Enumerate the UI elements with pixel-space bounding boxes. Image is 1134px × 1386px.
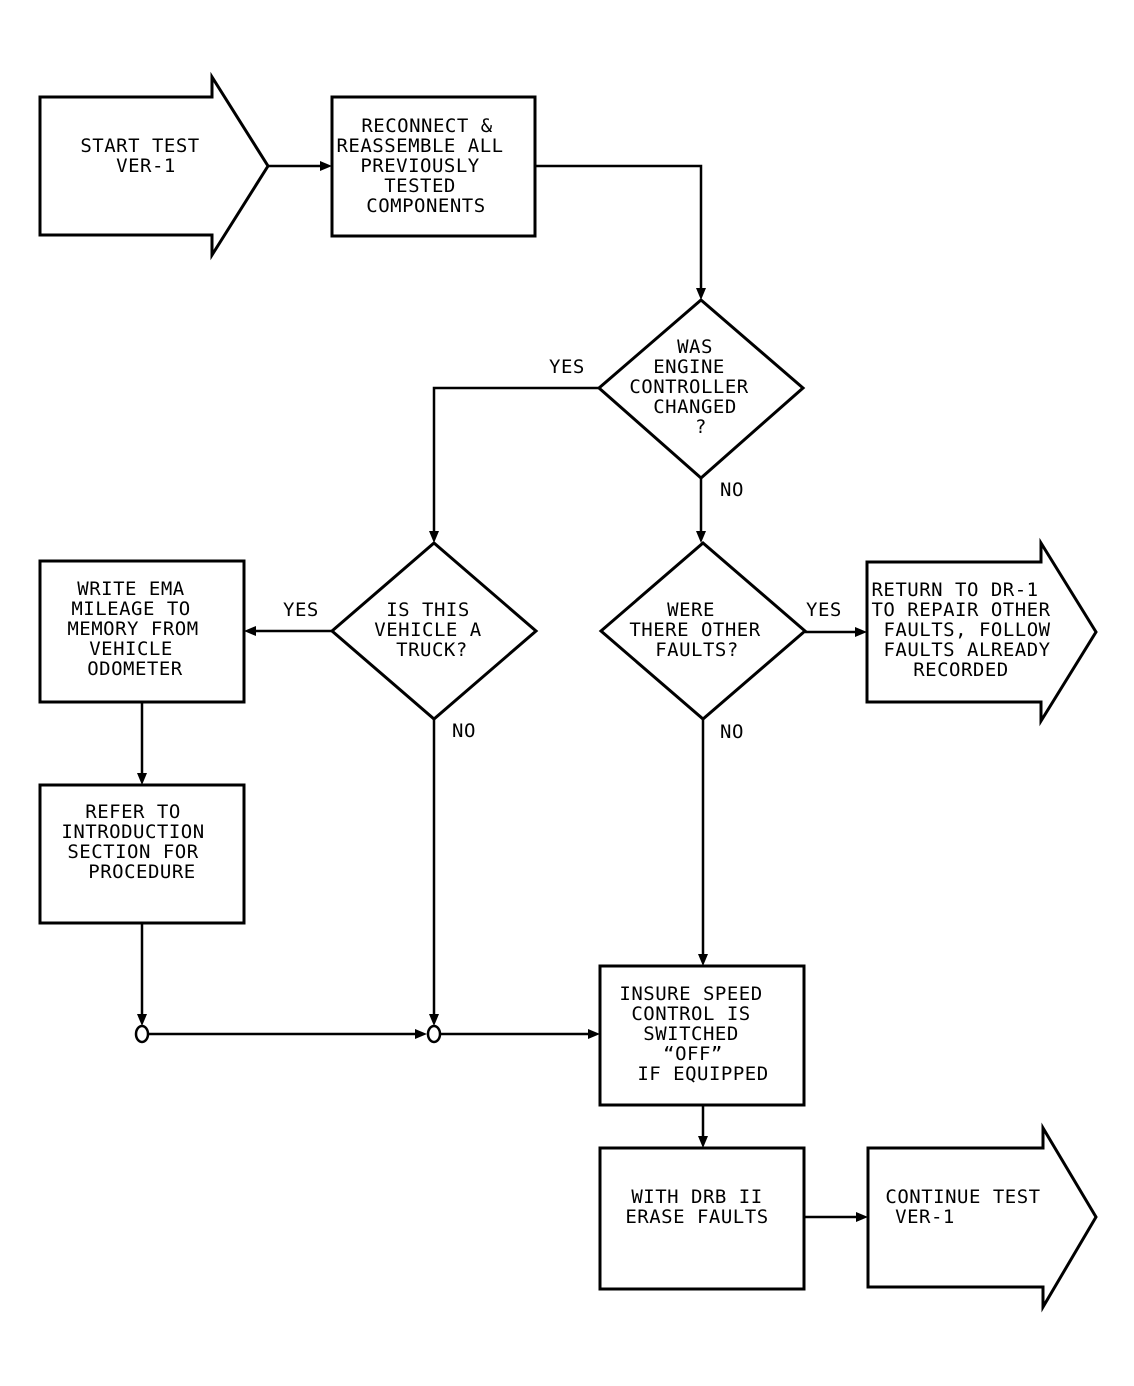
connector-controller-yes	[429, 386, 599, 543]
erase-faults-box	[598, 1146, 806, 1291]
reconnect-text: RECONNECT & REASSEMBLE ALL PREVIOUSLY TE…	[336, 115, 515, 217]
write-ema-text: WRITE EMA MILEAGE TO MEMORY FROM VEHICLE…	[67, 578, 210, 680]
junction-center	[426, 1024, 442, 1044]
truck-yes-label: YES	[283, 599, 319, 621]
start-test-text: START TEST VER-1	[80, 135, 211, 177]
return-dr1-text: RETURN TO DR-1 TO REPAIR OTHER FAULTS, F…	[871, 579, 1062, 681]
continue-test-arrow	[866, 1122, 1098, 1313]
controller-yes-label: YES	[549, 356, 585, 378]
faults-yes-label: YES	[806, 599, 842, 621]
other-faults-text: WERE THERE OTHER FAULTS?	[629, 599, 772, 661]
connector-ema-to-refer	[137, 702, 147, 785]
speed-control-box	[598, 964, 806, 1107]
is-truck-text: IS THIS VEHICLE A TRUCK?	[374, 599, 493, 661]
connector-junction-to-junction	[149, 1029, 427, 1039]
junction-left	[134, 1024, 150, 1044]
write-ema-box	[38, 559, 246, 704]
connector-truck-no	[429, 719, 439, 1026]
faults-no-label: NO	[720, 721, 744, 743]
connector-controller-no	[696, 478, 706, 543]
connector-start-to-reconnect	[268, 161, 332, 171]
connector-faults-no	[698, 719, 708, 966]
start-test-arrow	[38, 71, 270, 261]
connector-junction-to-speed	[441, 1029, 600, 1039]
connector-truck-yes	[244, 626, 332, 636]
connector-refer-to-junction	[137, 923, 147, 1026]
connector-reconnect-to-decision	[535, 164, 706, 300]
erase-faults-text: WITH DRB II ERASE FAULTS	[625, 1186, 774, 1228]
refer-intro-text: REFER TO INTRODUCTION SECTION FOR PROCED…	[61, 801, 216, 883]
connector-faults-yes	[805, 627, 867, 637]
controller-no-label: NO	[720, 479, 744, 501]
reconnect-box	[330, 95, 537, 238]
return-dr1-arrow	[865, 537, 1098, 727]
connector-erase-to-continue	[804, 1212, 868, 1222]
continue-test-text: CONTINUE TEST VER-1	[885, 1186, 1052, 1228]
connector-speed-to-erase	[698, 1105, 708, 1148]
controller-changed-text: WAS ENGINE CONTROLLER CHANGED ?	[629, 336, 760, 438]
truck-no-label: NO	[452, 720, 476, 742]
speed-control-text: INSURE SPEED CONTROL IS SWITCHED “OFF” I…	[619, 983, 774, 1085]
